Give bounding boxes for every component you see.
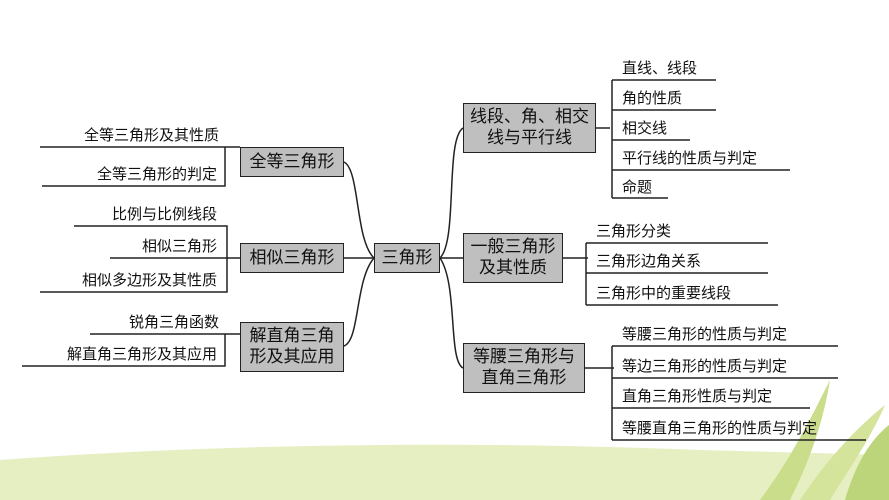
center-node: 三角形 <box>374 243 440 273</box>
connector <box>42 147 226 187</box>
leaf-label: 三角形分类 <box>596 222 672 240</box>
connector <box>612 345 866 441</box>
grass-blade <box>800 405 885 500</box>
leaf-label: 等边三角形的性质与判定 <box>622 357 788 375</box>
node-congruent-triangles: 全等三角形 <box>240 147 344 177</box>
leaf-label: 相似多边形及其性质 <box>81 271 217 289</box>
leaf-label: 命题 <box>622 178 653 196</box>
connector <box>40 225 228 293</box>
node-solve-right-triangles: 解直角三角形及其应用 <box>240 322 344 372</box>
leaf-label: 全等三角形及其性质 <box>83 126 219 144</box>
grass-blade <box>760 380 830 500</box>
leaf-label: 角的性质 <box>622 89 683 107</box>
leaf-label: 等腰三角形的性质与判定 <box>622 325 788 343</box>
connector <box>612 79 790 199</box>
connector <box>343 161 375 259</box>
grass-blade <box>845 425 889 500</box>
node-lines-angles: 线段、角、相交线与平行线 <box>463 103 596 153</box>
node-general-triangles: 一般三角形及其性质 <box>463 233 563 283</box>
connector <box>22 334 226 367</box>
leaf-label: 直线、线段 <box>622 59 698 77</box>
leaf-label: 三角形中的重要线段 <box>596 284 732 302</box>
grass-ground <box>0 444 889 500</box>
connector <box>439 257 464 369</box>
leaf-label: 锐角三角函数 <box>128 313 219 331</box>
leaf-label: 平行线的性质与判定 <box>622 149 758 167</box>
connector <box>343 257 375 347</box>
leaf-label: 相似三角形 <box>141 237 217 255</box>
leaf-label: 相交线 <box>622 119 668 137</box>
node-isosceles-right-triangles: 等腰三角形与直角三角形 <box>463 343 585 393</box>
leaf-label: 直角三角形性质与判定 <box>622 387 773 405</box>
connector <box>439 127 464 259</box>
leaf-label: 等腰直角三角形的性质与判定 <box>622 419 818 437</box>
connector <box>586 242 778 306</box>
leaf-label: 全等三角形的判定 <box>96 165 217 183</box>
leaf-label: 三角形边角关系 <box>596 252 702 270</box>
leaf-label: 解直角三角形及其应用 <box>66 345 217 363</box>
node-similar-triangles: 相似三角形 <box>240 243 344 273</box>
leaf-label: 比例与比例线段 <box>111 205 217 223</box>
